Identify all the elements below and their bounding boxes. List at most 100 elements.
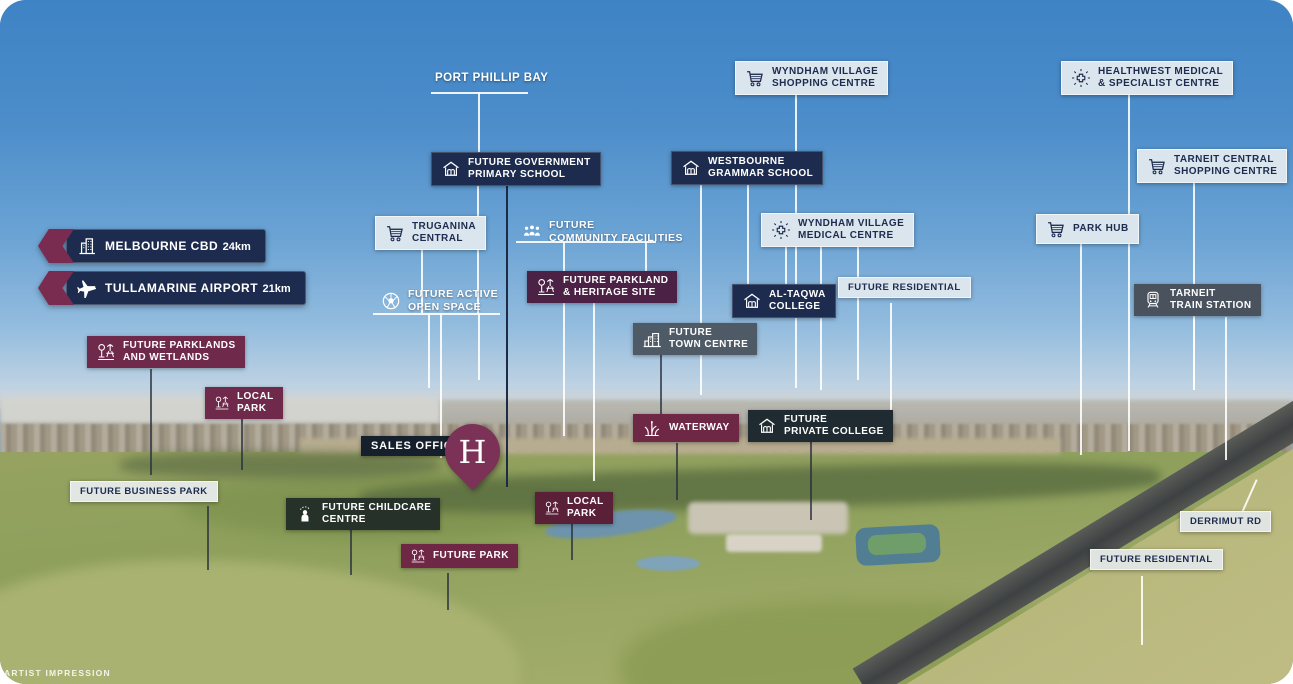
- sports-field: [867, 532, 927, 556]
- label-text: CENTRE: [322, 514, 366, 525]
- leader-line: [890, 303, 892, 420]
- label-westbourne-grammar-school: WESTBOURNE GRAMMAR SCHOOL: [671, 151, 824, 185]
- park-tree-icon: [214, 395, 230, 411]
- label-future-town-centre: FUTURE TOWN CENTRE: [633, 323, 758, 355]
- label-tarneit-train-station: TARNEIT TRAIN STATION: [1134, 284, 1261, 316]
- marker-distance: 21km: [262, 283, 291, 295]
- medical-cross-icon: [1071, 68, 1091, 88]
- label-text: & HERITAGE SITE: [563, 287, 656, 298]
- shopping-cart-icon: [1147, 156, 1167, 176]
- label-text: PARK: [237, 403, 267, 414]
- label-text: FUTURE GOVERNMENT: [468, 157, 591, 168]
- town-centre-buildings: [688, 502, 848, 534]
- leader-line: [857, 244, 859, 380]
- label-text: TRAIN STATION: [1170, 300, 1252, 311]
- label-text: TARNEIT CENTRAL: [1174, 154, 1274, 165]
- shopping-cart-icon: [385, 223, 405, 243]
- label-local-park-central: LOCAL PARK: [535, 492, 613, 524]
- label-text: GRAMMAR SCHOOL: [708, 168, 814, 179]
- label-healthwest-medical: HEALTHWEST MEDICAL & SPECIALIST CENTRE: [1061, 61, 1234, 95]
- leader-line: [563, 301, 565, 436]
- leader-line: [478, 92, 480, 153]
- park-tree-icon: [536, 277, 556, 297]
- label-text: CENTRAL: [412, 233, 463, 244]
- label-text: FUTURE: [549, 219, 595, 231]
- label-text: TOWN CENTRE: [669, 339, 749, 350]
- label-text: PRIMARY SCHOOL: [468, 169, 566, 180]
- school-icon: [757, 416, 777, 436]
- marker-melbourne-cbd: MELBOURNE CBD 24km: [38, 229, 266, 263]
- medical-cross-icon: [771, 220, 791, 240]
- label-future-active-open-space: FUTURE ACTIVE OPEN SPACE: [381, 288, 498, 314]
- leader-line: [645, 242, 647, 272]
- leader-line: [571, 523, 573, 560]
- leader-line: [506, 183, 508, 487]
- leader-line: [1080, 242, 1082, 455]
- label-future-parkland-heritage-site: FUTURE PARKLAND & HERITAGE SITE: [527, 271, 678, 303]
- label-text: MEDICAL CENTRE: [798, 230, 894, 241]
- leader-line: [810, 441, 812, 520]
- label-text: FUTURE RESIDENTIAL: [848, 282, 961, 293]
- town-centre-buildings: [726, 534, 822, 552]
- label-text: TRUGANINA: [412, 221, 477, 232]
- label-text: FUTURE PARKLAND: [563, 275, 669, 286]
- label-underline: [373, 313, 500, 315]
- leader-line: [700, 180, 702, 395]
- leader-line: [593, 301, 595, 481]
- school-icon: [681, 158, 701, 178]
- label-future-childcare-centre: FUTURE CHILDCARE CENTRE: [286, 498, 441, 530]
- label-underline: [431, 92, 528, 94]
- label-text: OPEN SPACE: [408, 301, 482, 314]
- artist-impression-note: ARTIST IMPRESSION: [4, 668, 111, 678]
- label-future-parklands-wetlands: FUTURE PARKLANDS AND WETLANDS: [87, 336, 245, 368]
- label-text: SHOPPING CENTRE: [1174, 166, 1278, 177]
- leader-line: [440, 313, 442, 458]
- label-text: FUTURE RESIDENTIAL: [1100, 554, 1213, 565]
- soccer-ball-icon: [381, 291, 401, 311]
- tree-band: [120, 452, 440, 478]
- label-text: FUTURE PARK: [433, 550, 509, 561]
- leader-line: [447, 573, 449, 610]
- leader-line: [676, 443, 678, 500]
- label-wyndham-village-medical-centre: WYNDHAM VILLAGE MEDICAL CENTRE: [761, 213, 915, 247]
- label-future-park: FUTURE PARK: [401, 544, 518, 568]
- marker-distance: 24km: [222, 241, 251, 253]
- label-park-hub: PARK HUB: [1036, 214, 1139, 244]
- school-icon: [742, 291, 762, 311]
- leader-line: [478, 313, 480, 380]
- leader-line: [1141, 576, 1143, 645]
- label-truganina-central: TRUGANINA CENTRAL: [375, 216, 487, 250]
- park-tree-icon: [410, 548, 426, 564]
- leader-line: [150, 369, 152, 475]
- label-text: FUTURE: [669, 327, 713, 338]
- label-port-phillip-bay: PORT PHILLIP BAY: [435, 71, 548, 85]
- leader-line: [1225, 317, 1227, 460]
- label-text: FUTURE: [784, 414, 828, 425]
- label-text: DERRIMUT RD: [1190, 516, 1262, 527]
- waterway-pond: [636, 556, 700, 571]
- label-text: FUTURE CHILDCARE: [322, 502, 432, 513]
- child-icon: [295, 504, 315, 524]
- leader-line: [747, 180, 749, 285]
- leader-line: [785, 244, 787, 285]
- label-text: FUTURE ACTIVE: [408, 288, 499, 300]
- label-text: LOCAL: [237, 391, 274, 402]
- label-text: PARK HUB: [1073, 223, 1129, 234]
- leader-line: [207, 506, 209, 570]
- marker-name: TULLAMARINE AIRPORT: [105, 281, 259, 295]
- label-text: AND WETLANDS: [123, 352, 210, 363]
- leader-line: [1128, 91, 1130, 451]
- label-wyndham-village-shopping-centre: WYNDHAM VILLAGE SHOPPING CENTRE: [735, 61, 889, 95]
- school-icon: [441, 159, 461, 179]
- sales-office-monogram: H: [458, 432, 487, 471]
- label-text: & SPECIALIST CENTRE: [1098, 78, 1220, 89]
- label-text: LOCAL: [567, 496, 604, 507]
- label-text: FUTURE BUSINESS PARK: [80, 486, 208, 497]
- label-text: WESTBOURNE: [708, 156, 785, 167]
- label-future-business-park: FUTURE BUSINESS PARK: [70, 481, 218, 503]
- label-text: SHOPPING CENTRE: [772, 78, 876, 89]
- label-text: TARNEIT: [1170, 288, 1216, 299]
- park-tree-icon: [544, 500, 560, 516]
